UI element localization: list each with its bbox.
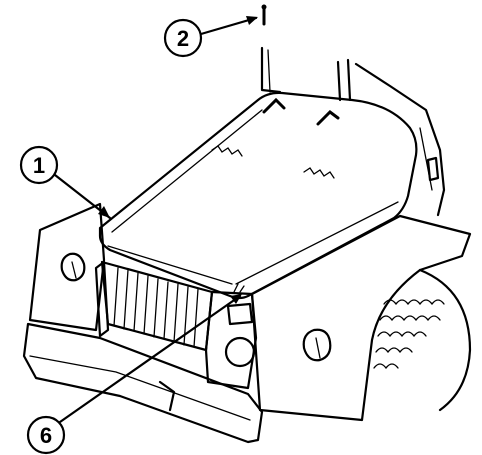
callout-2: 2 [163, 4, 267, 58]
callout-6: 6 [26, 294, 242, 455]
callout-1-label: 1 [33, 153, 45, 178]
headlight-housing [204, 283, 258, 390]
hood [98, 91, 418, 300]
right-fender [250, 214, 472, 422]
tire [373, 268, 472, 412]
cab-frame [260, 46, 446, 217]
callout-6-label: 6 [40, 423, 52, 448]
front-bumper [22, 322, 264, 444]
callout-1: 1 [19, 145, 112, 220]
left-fender [28, 202, 106, 332]
grille [94, 260, 214, 352]
callout-2-label: 2 [177, 26, 189, 51]
